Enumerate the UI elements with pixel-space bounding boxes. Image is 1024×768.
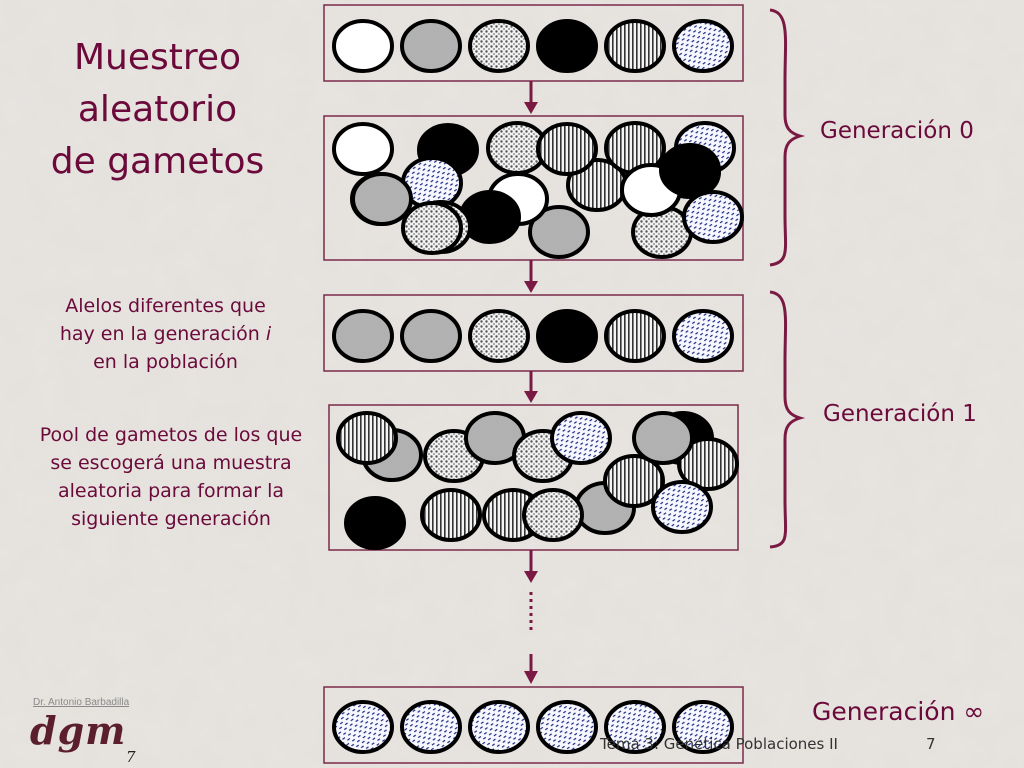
caption-alleles: Alelos diferentes que hay en la generaci… [38,292,293,376]
gamete-gray-1 [400,309,462,363]
footer-course: Tema 3: Genética Poblaciones II [600,735,838,753]
arrow-1 [524,81,538,114]
gamete-gray-7 [528,205,590,259]
arrow-5 [524,654,538,684]
gamete-dotted-2 [468,19,530,73]
gamete-gray-17 [351,172,413,226]
gamete-dotted-13 [522,488,584,542]
caption-alleles-line-2: hay en la generación i [38,320,293,348]
box-gen0-pool [323,115,744,261]
gamete-black-16 [659,143,721,197]
gamete-vstripe-9 [420,488,482,542]
caption-pool-line-3: aleatoria para formar la [57,480,284,502]
gamete-hatch-15 [651,480,713,534]
caption-pool-line-1: Pool de gametos de los que [39,424,303,446]
gamete-vstripe-8 [603,454,665,508]
title-line-1: Muestreo [73,37,242,78]
gamete-gray-1 [400,19,462,73]
caption-alleles-italic-i: i [265,323,272,345]
caption-alleles-line-2-text: hay en la generación [59,323,266,345]
gamete-dotted-2 [468,309,530,363]
row-gen1-alleles [332,309,734,363]
gamete-vstripe-1 [336,411,398,465]
box-gen0-alleles [323,4,744,82]
gamete-gray-0 [332,309,394,363]
footer-page-number: 7 [926,735,936,753]
gamete-hatch-1 [400,700,462,754]
slide-title: Muestreo aleatorio de gametos [40,32,275,188]
brace-generacion-1 [769,290,806,549]
gamete-black-3 [536,309,598,363]
gamete-black-3 [536,19,598,73]
row-gen-inf-alleles [332,700,734,754]
gamete-vstripe-11 [677,437,739,491]
title-line-3: de gametos [50,141,265,182]
label-generacion-1: Generación 1 [823,401,977,427]
gamete-hatch-5 [672,700,734,754]
gamete-hatch-2 [468,700,530,754]
gamete-black-10 [344,496,406,550]
gamete-hatch-5 [672,309,734,363]
label-generacion-infinito: Generación ∞ [812,697,985,726]
pool-gen1-gametes [336,411,739,550]
caption-pool: Pool de gametos de los que se escogerá u… [22,421,320,533]
gamete-hatch-0 [332,700,394,754]
caption-alleles-line-1: Alelos diferentes que [65,295,266,317]
arrow-2 [524,260,538,293]
gamete-dotted-18 [401,201,463,255]
title-line-2: aleatorio [77,89,238,130]
gamete-hatch-3 [536,700,598,754]
arrow-3 [524,371,538,403]
gamete-vstripe-10 [536,122,598,176]
caption-pool-line-2: se escogerá una muestra [50,452,292,474]
gamete-vstripe-4 [604,309,666,363]
gamete-gray-14 [632,411,694,465]
pool-gen0-gametes [332,121,744,259]
gamete-white-0 [332,19,394,73]
caption-alleles-line-3: en la población [93,351,238,373]
brace-generacion-0 [769,8,806,267]
gamete-hatch-5 [672,19,734,73]
dgm-logo: dgm [30,708,127,753]
box-gen1-alleles [323,294,744,372]
label-generacion-0: Generación 0 [820,118,974,144]
caption-pool-line-4: siguiente generación [71,508,271,530]
gamete-hatch-19 [682,190,744,244]
footer-author[interactable]: Dr. Antonio Barbadilla [33,697,130,708]
row-gen0-alleles [332,19,734,73]
gamete-white-1 [332,122,394,176]
box-gen-inf-alleles [323,686,744,764]
gamete-hatch-4 [604,700,666,754]
arrow-4 [524,550,538,583]
box-gen1-pool [328,404,739,551]
slide-number-left: 7 [126,748,136,766]
gamete-vstripe-4 [604,19,666,73]
gamete-hatch-5 [550,411,612,465]
